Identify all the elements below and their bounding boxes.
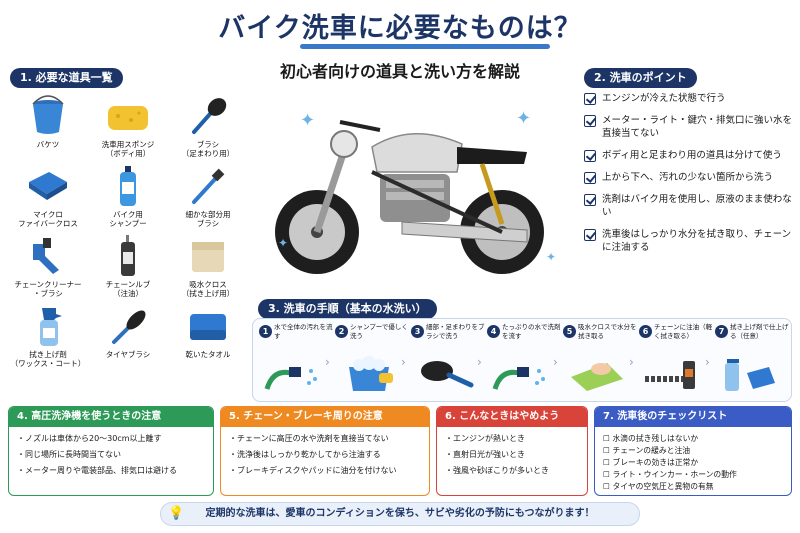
footer-banner: 定期的な洗車は、愛車のコンディションを保ち、サビや劣化の予防にもつながります！ [160, 502, 640, 526]
arrow-icon: › [629, 355, 634, 369]
hose-icon [264, 367, 317, 390]
card-checklist: 7. 洗車後のチェックリスト 水滴の拭き残しはないか チェーンの緩みと注油 ブレ… [594, 406, 792, 496]
checklist-item[interactable]: 水滴の拭き残しはないか [603, 433, 783, 444]
point-item: ボディ用と足まわり用の道具は分けて使う [584, 149, 794, 162]
absorbent-cloth-icon [192, 242, 224, 272]
card-avoid: 6. こんなときはやめよう エンジンが熱いとき 直射日光が強いとき 強風や砂ぼこ… [436, 406, 588, 496]
arrow-icon: › [401, 355, 406, 369]
arrow-icon: › [477, 355, 482, 369]
chain-lube-icon [121, 235, 135, 276]
list-item: 同じ場所に長時間当てない [17, 449, 205, 460]
sparkle-icon: ✦ [516, 108, 532, 129]
tool-item: バイク用 シャンプー [88, 164, 168, 234]
points-list: エンジンが冷えた状態で行う メーター・ライト・鍵穴・排気口に強い水を直接当てない… [584, 92, 794, 263]
checklist-item[interactable]: ブレーキの効きは正常か [603, 457, 783, 468]
page-subtitle: 初心者向けの道具と洗い方を解説 [279, 62, 520, 81]
point-item: エンジンが冷えた状態で行う [584, 92, 794, 105]
tire-brush-icon [112, 310, 146, 344]
list-item: 洗浄後はしっかり乾かしてから注油する [229, 449, 421, 460]
points-header: 2. 洗車のポイント [584, 68, 697, 88]
motorcycle-illustration [275, 120, 544, 274]
foam-bucket-icon [349, 356, 393, 391]
tool-item: 洗車用スポンジ （ボディ用） [88, 94, 168, 164]
steps-header: 3. 洗車の手順（基本の水洗い） [258, 299, 437, 319]
list-item: エンジンが熱いとき [445, 433, 579, 444]
tool-item: タイヤブラシ [88, 304, 168, 374]
list-item: 直射日光が強いとき [445, 449, 579, 460]
tool-item: チェーンクリーナー ・ブラシ [8, 234, 88, 304]
point-item: メーター・ライト・鍵穴・排気口に強い水を直接当てない [584, 114, 794, 140]
checkbox-icon [584, 150, 596, 162]
checkbox-icon [584, 115, 596, 127]
tool-item: 細かな部分用 ブラシ [168, 164, 248, 234]
tool-item: 乾いたタオル [168, 304, 248, 374]
checkbox-icon [584, 194, 596, 206]
tools-header: 1. 必要な道具一覧 [10, 68, 123, 88]
towel-icon [190, 314, 226, 340]
tool-item: マイクロ ファイバークロス [8, 164, 88, 234]
spray-bottle-icon [725, 359, 775, 391]
card-chain-brake: 5. チェーン・ブレーキ周りの注意 チェーンに高圧の水や洗剤を直接当てない 洗浄… [220, 406, 430, 496]
bucket-icon [32, 95, 64, 134]
tool-item: チェーンルブ （注油） [88, 234, 168, 304]
chain-lube-icon [645, 361, 695, 389]
tool-item: 吸水クロス （拭き上げ用） [168, 234, 248, 304]
title-underline [300, 44, 550, 49]
spray-bottle-icon [40, 308, 62, 346]
sponge-icon [108, 106, 148, 130]
sparkle-icon: ✦ [278, 236, 289, 250]
list-item: メーター周りや電装部品、排気口は避ける [17, 465, 205, 476]
tool-item: バケツ [8, 94, 88, 164]
tools-grid: バケツ 洗車用スポンジ （ボディ用） ブラシ （足まわり用） マイクロ ファイバ… [8, 86, 248, 368]
checklist-item[interactable]: チェーンの緩みと注油 [603, 445, 783, 456]
brush-icon [192, 98, 227, 134]
sparkle-icon: ✦ [546, 250, 557, 264]
tool-item: ブラシ （足まわり用） [168, 94, 248, 164]
detail-brush-icon [192, 168, 225, 204]
chain-cleaner-icon [33, 238, 59, 274]
shampoo-icon [120, 166, 136, 206]
point-item: 洗剤はバイク用を使用し、原液のまま使わない [584, 193, 794, 219]
tool-item: 拭き上げ剤 （ワックス・コート） [8, 304, 88, 374]
sparkle-icon: ✦ [300, 110, 316, 131]
point-item: 上から下へ、汚れの少ない箇所から洗う [584, 171, 794, 184]
arrow-icon: › [553, 355, 558, 369]
checkbox-icon [584, 229, 596, 241]
list-item: ノズルは車体から20〜30cm以上離す [17, 433, 205, 444]
arrow-icon: › [325, 355, 330, 369]
list-item: チェーンに高圧の水や洗剤を直接当てない [229, 433, 421, 444]
page-title: バイク洗車に必要なものは？ [218, 13, 582, 44]
checklist-item[interactable]: タイヤの空気圧と異物の有無 [603, 481, 783, 492]
list-item: 強風や砂ぼこりが多いとき [445, 465, 579, 476]
card-pressure-washer: 4. 高圧洗浄機を使うときの注意 ノズルは車体から20〜30cm以上離す 同じ場… [8, 406, 214, 496]
wipe-cloth-icon [571, 363, 623, 391]
hose-icon [492, 367, 545, 390]
checklist-item[interactable]: ライト・ウインカー・ホーンの動作 [603, 469, 783, 480]
lightbulb-icon: 💡 [168, 506, 185, 521]
arrow-icon: › [705, 355, 710, 369]
brush-icon [421, 361, 474, 388]
point-item: 洗車後はしっかり水分を拭き取り、チェーンに注油する [584, 228, 794, 254]
checkbox-icon [584, 172, 596, 184]
cloth-icon [29, 172, 67, 200]
list-item: ブレーキディスクやパッドに油分を付けない [229, 465, 421, 476]
checkbox-icon [584, 93, 596, 105]
